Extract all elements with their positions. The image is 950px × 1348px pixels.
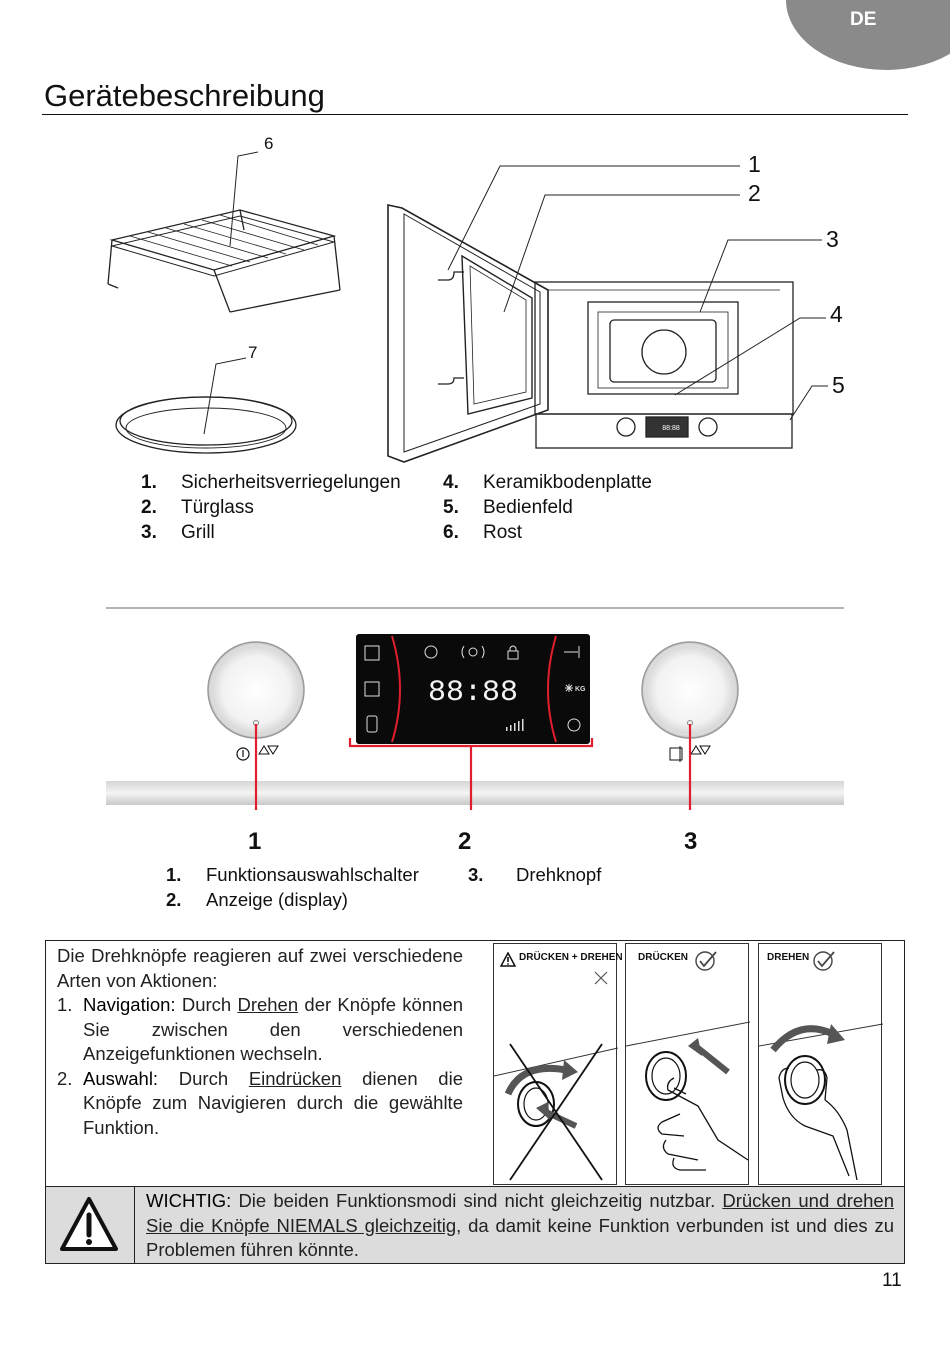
info-item-navigation: 1.Navigation: Durch Drehen der Knöpfe kö… <box>57 994 463 1064</box>
turn-drawing <box>759 1023 883 1181</box>
callout-4: 4 <box>830 301 843 327</box>
panel-label-press: DRÜCKEN <box>638 952 688 963</box>
legend-item-5: 5.Bedienfeld <box>443 497 573 518</box>
oven-door-drawing <box>387 204 549 463</box>
rotary-knob <box>641 641 739 739</box>
press-turn-drawing <box>494 971 618 1181</box>
info-item-selection: 2.Auswahl: Durch Eindrücken dienen die K… <box>57 1067 463 1138</box>
control-legend-item-1: 1.Funktionsauswahlschalter <box>166 864 419 885</box>
door-icon <box>669 746 683 762</box>
legend-item-1: 1.Sicherheitsverriegelungen <box>141 472 401 493</box>
callout-1: 1 <box>748 151 761 177</box>
control-callout-2: 2 <box>458 828 472 855</box>
function-selector-knob <box>207 641 305 739</box>
legend-item-4: 4.Keramikbodenplatte <box>443 472 652 493</box>
legend-item-3: 3.Grill <box>141 522 215 543</box>
panel-press: DRÜCKEN <box>625 943 750 1185</box>
panel-turn: DREHEN <box>758 943 883 1185</box>
language-label: DE <box>850 9 877 30</box>
oven-body-drawing <box>534 281 794 449</box>
press-drawing <box>626 1021 750 1171</box>
check-icon <box>813 951 835 971</box>
panel-press-and-turn: DRÜCKEN + DREHEN <box>493 943 623 1185</box>
callout-3: 3 <box>826 226 839 252</box>
warning-icon <box>60 1197 118 1251</box>
control-legend-item-2: 2.Anzeige (display) <box>166 889 348 910</box>
plate-drawing <box>115 396 297 454</box>
page-title: Gerätebeschreibung <box>44 78 325 113</box>
control-leaders <box>254 724 692 810</box>
legend-item-2: 2.Türglass <box>141 497 254 518</box>
info-text: Die Drehknöpfe reagieren auf zwei versch… <box>57 944 463 1140</box>
title-divider <box>42 114 908 115</box>
legend-item-6: 6.Rost <box>443 522 523 543</box>
warning-row <box>45 1186 905 1264</box>
callout-2: 2 <box>748 180 761 206</box>
appliance-illustration: 88:88 <box>107 151 828 463</box>
check-icon <box>695 951 717 971</box>
callout-7: 7 <box>248 343 258 362</box>
panel-label-turn: DREHEN <box>767 952 810 963</box>
rack-drawing <box>107 209 341 313</box>
oven-mini-display: 88:88 <box>662 425 680 432</box>
callout-6: 6 <box>264 134 274 153</box>
up-down-arrows-icon <box>258 745 279 755</box>
control-callout-3: 3 <box>684 828 698 855</box>
callout-5: 5 <box>832 372 845 398</box>
warning-icon-small <box>500 952 516 967</box>
callout-leaders <box>203 151 828 435</box>
warning-text: WICHTIG: Die beiden Funktionsmodi sind n… <box>146 1190 895 1260</box>
display-digits: 88:88 <box>428 676 518 710</box>
warning-divider <box>134 1186 135 1264</box>
panel-label-press-turn: DRÜCKEN + DREHEN <box>519 952 623 963</box>
page-number: 11 <box>882 1270 902 1291</box>
info-intro: Die Drehknöpfe reagieren auf zwei versch… <box>57 945 463 991</box>
kg-label: KG <box>575 686 586 693</box>
control-display <box>356 634 590 744</box>
control-legend-item-3: 3.Drehknopf <box>468 864 602 885</box>
control-panel-illustration: 88:88 KG <box>106 607 844 810</box>
control-callout-1: 1 <box>248 828 262 855</box>
power-icon <box>236 747 250 761</box>
up-down-arrows-icon-right <box>690 745 711 755</box>
